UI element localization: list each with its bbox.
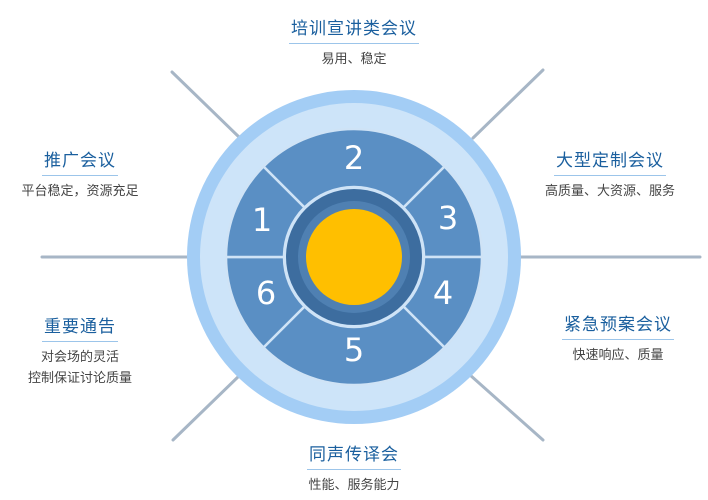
- label-bottom-title: 同声传译会: [307, 440, 401, 470]
- spoke-lower-left: [171, 373, 242, 442]
- label-upper-left-desc: 平台稳定，资源充足: [21, 184, 139, 199]
- label-lower-right: 紧急预案会议 快速响应、质量: [528, 310, 708, 366]
- label-bottom: 同声传译会 性能、服务能力: [254, 440, 454, 496]
- label-lower-left-title: 重要通告: [42, 312, 118, 342]
- label-lower-left-desc-line-1: 对会场的灵活: [40, 350, 119, 365]
- segment-numbers: 2 3 4 5 6 1: [252, 139, 458, 369]
- segment-number-4: 4: [433, 274, 453, 312]
- segment-number-1: 1: [252, 201, 272, 239]
- label-lower-left-desc: 对会场的灵活 控制保证讨论质量: [0, 347, 160, 389]
- segment-group: [224, 127, 484, 387]
- label-top-title: 培训宣讲类会议: [289, 14, 419, 44]
- spoke-lower-right: [468, 373, 545, 442]
- segment-number-2: 2: [344, 139, 364, 177]
- label-top-desc: 易用、稳定: [321, 52, 387, 67]
- label-lower-left: 重要通告 对会场的灵活 控制保证讨论质量: [0, 312, 160, 389]
- spoke-upper-left: [170, 70, 242, 140]
- label-upper-right: 大型定制会议 高质量、大资源、服务: [510, 146, 708, 202]
- spoke-upper-right: [471, 68, 545, 140]
- label-lower-right-desc: 快速响应、质量: [572, 348, 664, 363]
- center-circle: [306, 209, 402, 305]
- label-bottom-desc: 性能、服务能力: [308, 478, 400, 493]
- segment-number-3: 3: [438, 199, 458, 237]
- label-upper-left-title: 推广会议: [42, 146, 118, 176]
- segment-5: [261, 304, 447, 387]
- spoke-lines: [40, 68, 702, 442]
- label-top: 培训宣讲类会议 易用、稳定: [254, 14, 454, 70]
- segment-number-6: 6: [256, 274, 276, 312]
- segment-number-5: 5: [344, 331, 364, 369]
- label-lower-right-title: 紧急预案会议: [562, 310, 674, 340]
- segment-2: [261, 127, 447, 210]
- segment-1: [224, 164, 307, 259]
- label-upper-left: 推广会议 平台稳定，资源充足: [0, 146, 160, 202]
- label-upper-right-title: 大型定制会议: [554, 146, 666, 176]
- label-upper-right-desc: 高质量、大资源、服务: [544, 184, 675, 199]
- label-lower-left-desc-line-2: 控制保证讨论质量: [27, 371, 132, 386]
